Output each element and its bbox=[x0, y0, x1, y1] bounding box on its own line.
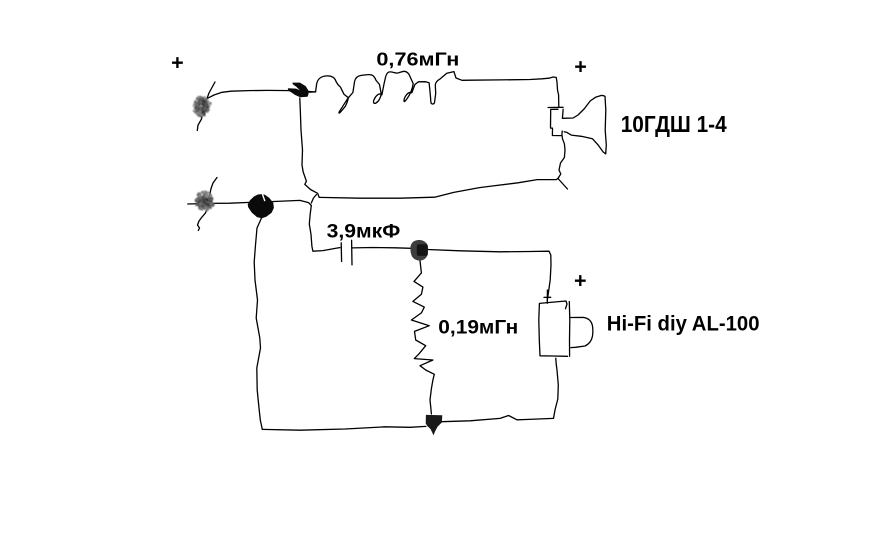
svg-text:3,9мкФ: 3,9мкФ bbox=[327, 221, 401, 243]
svg-text:0,19мГн: 0,19мГн bbox=[438, 316, 518, 338]
svg-text:10ГДШ 1-4: 10ГДШ 1-4 bbox=[621, 111, 727, 137]
svg-text:+: + bbox=[574, 268, 587, 292]
svg-text:+: + bbox=[171, 50, 184, 74]
svg-text:Hi-Fi diy AL-100: Hi-Fi diy AL-100 bbox=[607, 311, 760, 335]
svg-text:+: + bbox=[574, 54, 587, 78]
svg-text:0,76мГн: 0,76мГн bbox=[376, 50, 459, 70]
